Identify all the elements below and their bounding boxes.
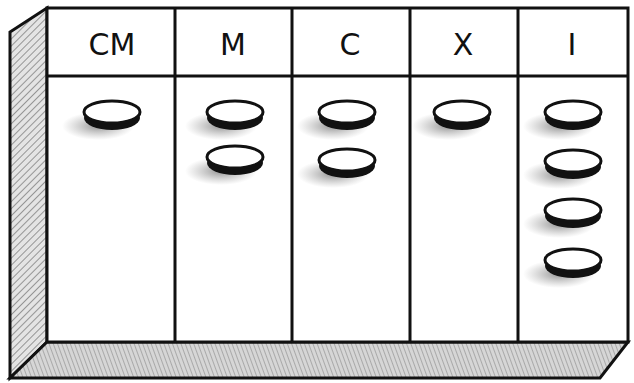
column-heading: M [220, 30, 246, 60]
header-rule [47, 75, 628, 78]
board-face [47, 8, 628, 342]
column-heading: CM [89, 30, 136, 60]
board-side [10, 8, 47, 378]
column-heading: I [568, 30, 577, 60]
board-bottom [10, 342, 628, 378]
column-heading: C [340, 30, 361, 60]
column-heading: X [453, 30, 474, 60]
column-dividers [175, 8, 518, 342]
counters [62, 101, 601, 288]
